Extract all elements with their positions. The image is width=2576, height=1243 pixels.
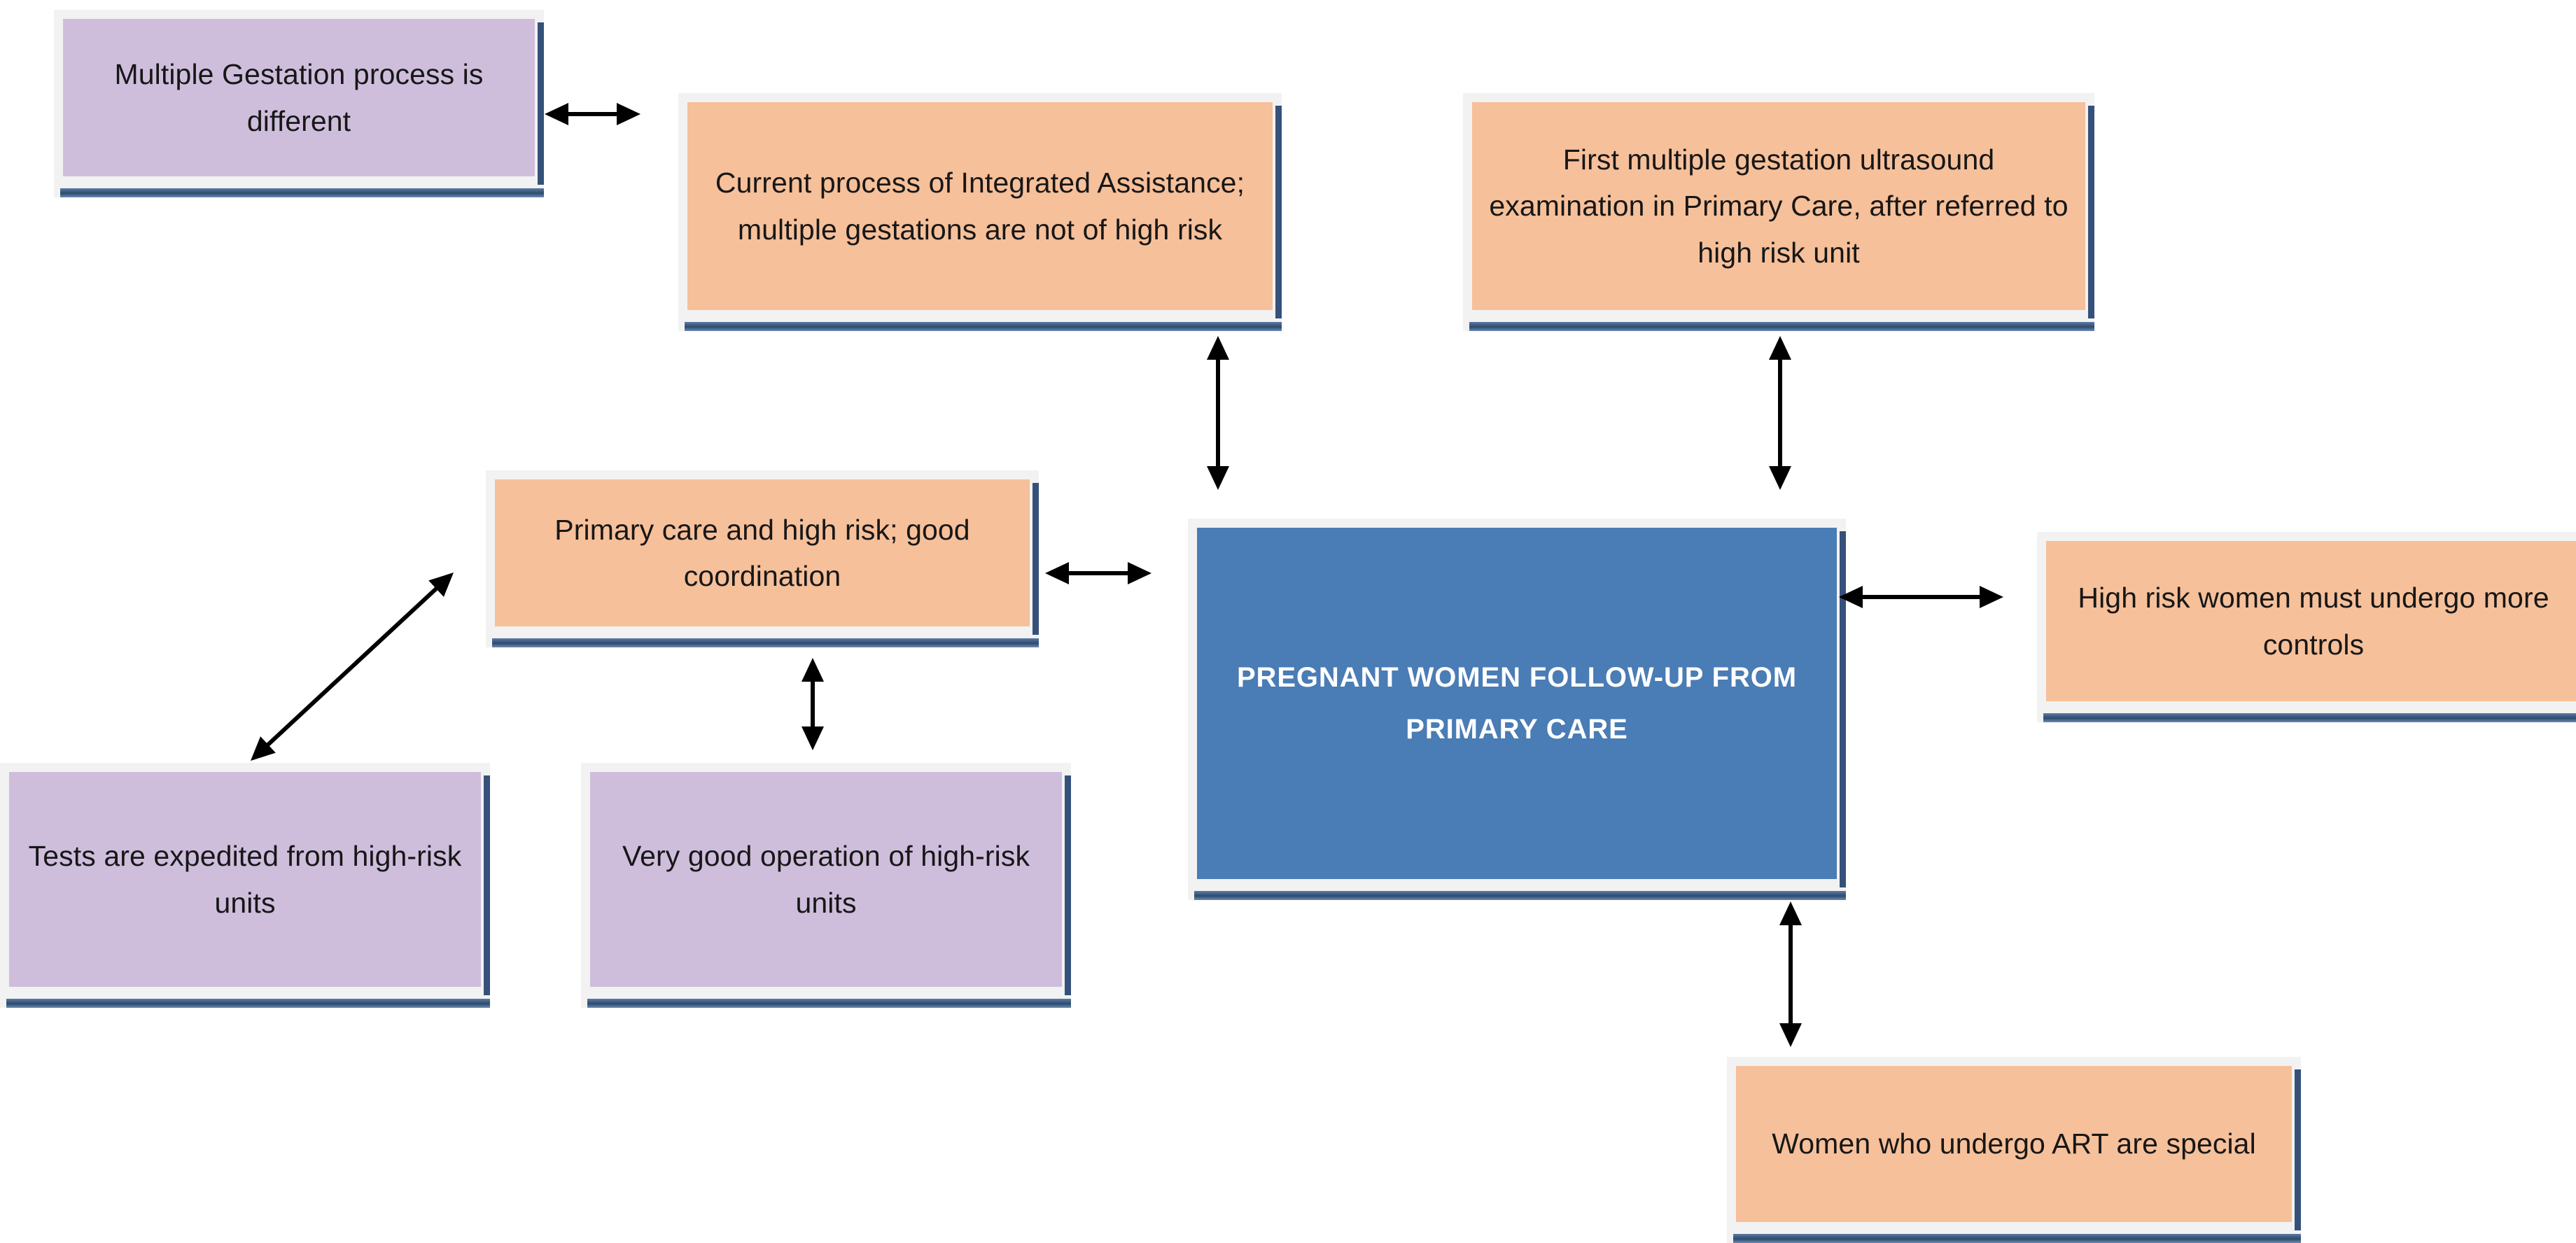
node-fill: Primary care and high risk; good coordin… xyxy=(495,479,1030,626)
node-label: Primary care and high risk; good coordin… xyxy=(554,513,970,592)
node-label: Tests are expedited from high-risk units xyxy=(28,840,462,919)
node-shadow-bottom xyxy=(1733,1234,2301,1243)
node-shadow-right xyxy=(1840,531,1846,887)
connector-gestation-to-current-process xyxy=(517,86,668,142)
node-label: First multiple gestation ultrasound exam… xyxy=(1489,143,2068,269)
connector-center-to-high-risk-controls xyxy=(1811,569,2031,625)
node-primary-care-high-risk-coordination[interactable]: Primary care and high risk; good coordin… xyxy=(486,470,1039,647)
node-shadow-bottom xyxy=(2043,713,2576,722)
node-fill: First multiple gestation ultrasound exam… xyxy=(1472,102,2085,310)
node-pregnant-women-follow-up[interactable]: PREGNANT WOMEN FOLLOW-UP FROM PRIMARY CA… xyxy=(1188,519,1846,900)
node-shadow-right xyxy=(538,22,544,185)
node-shadow-right xyxy=(2295,1069,2301,1230)
node-label: Very good operation of high-risk units xyxy=(622,840,1030,919)
double-headed-arrow-icon xyxy=(1779,901,1802,1047)
node-tests-expedited-high-risk-units[interactable]: Tests are expedited from high-risk units xyxy=(0,763,490,1008)
node-current-process-integrated-assistance[interactable]: Current process of Integrated Assistance… xyxy=(678,93,1282,331)
node-shadow-bottom xyxy=(6,999,490,1008)
double-headed-arrow-icon xyxy=(1839,586,2003,608)
connector-ultrasound-to-center xyxy=(1752,308,1808,518)
node-label: Multiple Gestation process is different xyxy=(114,58,484,137)
node-shadow-right xyxy=(484,775,490,995)
node-shadow-right xyxy=(1275,106,1282,318)
connector-current-process-to-center xyxy=(1190,308,1246,518)
double-headed-arrow-icon xyxy=(802,658,824,750)
double-headed-arrow-icon xyxy=(1207,336,1229,490)
node-fill: PREGNANT WOMEN FOLLOW-UP FROM PRIMARY CA… xyxy=(1197,528,1837,879)
node-shadow-right xyxy=(1065,775,1071,995)
node-shadow-bottom xyxy=(1469,322,2094,331)
node-label: Current process of Integrated Assistance… xyxy=(715,167,1245,246)
node-shadow-bottom xyxy=(1194,891,1846,900)
node-fill: High risk women must undergo more contro… xyxy=(2046,541,2576,701)
connector-center-to-art-women xyxy=(1763,873,1819,1075)
node-label: High risk women must undergo more contro… xyxy=(2078,582,2549,661)
node-high-risk-women-more-controls[interactable]: High risk women must undergo more contro… xyxy=(2037,532,2576,722)
node-fill: Women who undergo ART are special xyxy=(1736,1066,2292,1222)
connector-primary-care-to-center xyxy=(1017,545,1180,601)
node-shadow-bottom xyxy=(60,188,544,197)
node-label: PREGNANT WOMEN FOLLOW-UP FROM PRIMARY CA… xyxy=(1236,662,1798,745)
node-fill: Multiple Gestation process is different xyxy=(63,19,535,176)
double-headed-arrow-icon xyxy=(251,573,454,761)
node-very-good-operation-high-risk-units[interactable]: Very good operation of high-risk units xyxy=(581,763,1071,1008)
node-fill: Very good operation of high-risk units xyxy=(590,772,1062,987)
node-multiple-gestation-process[interactable]: Multiple Gestation process is different xyxy=(54,10,544,197)
node-shadow-bottom xyxy=(685,322,1282,331)
double-headed-arrow-icon xyxy=(1769,336,1791,490)
node-shadow-right xyxy=(2088,106,2094,318)
node-fill: Current process of Integrated Assistance… xyxy=(687,102,1273,310)
node-shadow-bottom xyxy=(492,638,1039,647)
node-women-undergo-art-special[interactable]: Women who undergo ART are special xyxy=(1727,1057,2301,1243)
connector-primary-care-to-tests-expedited xyxy=(223,545,482,789)
node-fill: Tests are expedited from high-risk units xyxy=(9,772,481,987)
node-shadow-bottom xyxy=(587,999,1071,1008)
connector-primary-care-to-very-good-operation xyxy=(785,630,841,778)
node-first-multiple-gestation-ultrasound[interactable]: First multiple gestation ultrasound exam… xyxy=(1463,93,2094,331)
double-headed-arrow-icon xyxy=(1045,562,1152,584)
node-shadow-right xyxy=(1032,483,1039,635)
node-label: Women who undergo ART are special xyxy=(1772,1128,2256,1160)
double-headed-arrow-icon xyxy=(545,103,640,125)
